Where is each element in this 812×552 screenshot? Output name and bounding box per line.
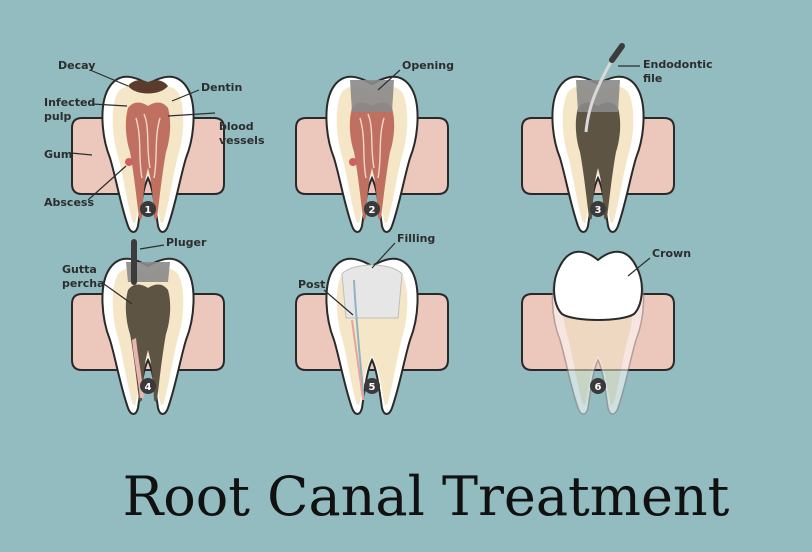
leader-line (70, 152, 93, 156)
step-number-badge (140, 378, 156, 394)
label-infected-pulp-line1: Infected (44, 96, 95, 109)
leader-line (91, 103, 128, 107)
label-filling: Filling (397, 232, 435, 245)
step-number: 2 (369, 205, 376, 216)
leader-line (103, 283, 133, 305)
label-crown: Crown (652, 247, 691, 260)
step-number: 3 (595, 205, 602, 216)
step-number: 5 (369, 382, 376, 393)
label-pluger: Pluger (166, 236, 207, 249)
label-infected-pulp-line2: pulp (44, 110, 71, 123)
step-3-tooth (521, 43, 675, 233)
leader-line (371, 242, 396, 269)
label-dentin: Dentin (201, 81, 242, 94)
label-endodontic-file-line1: Endodontic (643, 58, 713, 71)
page-title: Root Canal Treatment (123, 465, 730, 528)
leader-line (627, 257, 651, 277)
crown-cap (553, 250, 643, 321)
step-number-badge (590, 201, 606, 217)
step-4-tooth (71, 239, 225, 415)
label-post: Post (298, 278, 325, 291)
step-number: 4 (145, 382, 152, 393)
step-number-badge (590, 378, 606, 394)
label-gutta-percha-line2: percha (62, 277, 105, 290)
label-gutta-percha-line1: Gutta (62, 263, 97, 276)
step-number-badge (364, 201, 380, 217)
leader-line (87, 165, 127, 201)
step-1-tooth (71, 75, 225, 233)
step-5-tooth (295, 257, 449, 415)
step-2-tooth (295, 75, 449, 233)
leader-line (139, 244, 165, 250)
label-decay: Decay (58, 59, 95, 72)
label-blood-vessels-line1: blood (219, 120, 254, 133)
step-number: 6 (595, 382, 602, 393)
step-number-badge (364, 378, 380, 394)
label-blood-vessels-line2: vessels (219, 134, 265, 147)
leader-line (377, 69, 401, 91)
label-opening: Opening (402, 59, 454, 72)
label-gum: Gum (44, 148, 72, 161)
label-endodontic-file-line2: file (643, 72, 662, 85)
label-abscess: Abscess (44, 196, 94, 209)
leader-line (171, 89, 200, 102)
leader-line (89, 69, 129, 87)
leader-line (323, 289, 354, 316)
step-number-badge (140, 201, 156, 217)
leader-line (167, 112, 216, 117)
step-number: 1 (145, 205, 152, 216)
